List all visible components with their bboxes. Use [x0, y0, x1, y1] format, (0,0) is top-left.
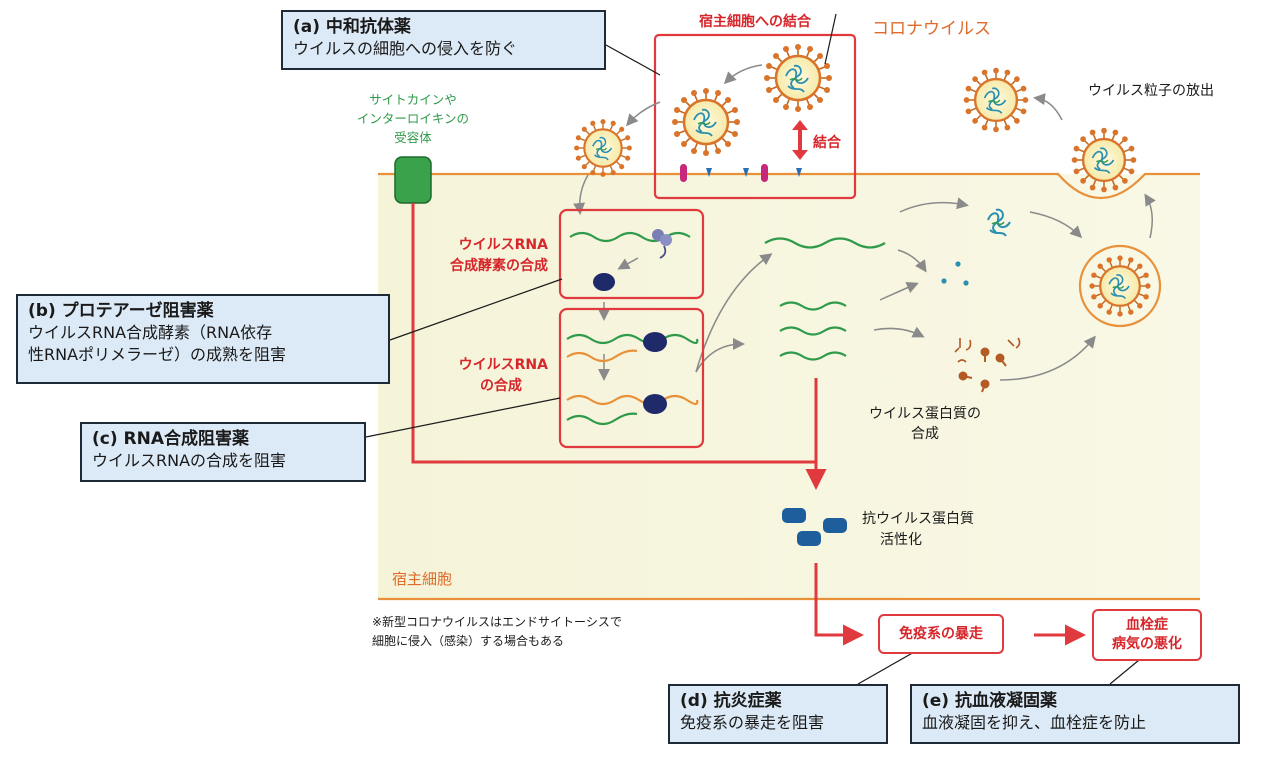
membrane-receptor — [761, 164, 768, 182]
rna-strand — [764, 237, 886, 249]
immune-runaway-label: 免疫系の暴走 — [899, 625, 983, 642]
host-cell-cytoplasm — [378, 174, 1200, 599]
thrombosis-label-2: 病気の悪化 — [1112, 636, 1182, 652]
drug-box-c: (c) RNA合成阻害薬 ウイルスRNAの合成を阻害 — [80, 422, 366, 482]
thrombosis-label-1: 血栓症 — [1126, 617, 1168, 633]
drug-box-a: (a) 中和抗体薬 ウイルスの細胞への侵入を防ぐ — [281, 10, 606, 70]
rna-synthesis-frame — [558, 307, 705, 449]
protein-synthesis-label-2: 合成 — [911, 426, 939, 442]
virus-icon — [762, 42, 834, 114]
binding-arrow — [792, 120, 808, 160]
virus-icon — [1088, 254, 1152, 318]
endocytosis-note-1: ※新型コロナウイルスはエンドサイトーシスで — [372, 614, 622, 629]
membrane-receptor — [796, 168, 802, 177]
enzyme-icon — [643, 394, 667, 414]
leader-lines — [365, 13, 1151, 685]
antiviral-protein-label-1: 抗ウイルス蛋白質 — [862, 511, 974, 527]
drug-d-title: (d) 抗炎症薬 — [680, 691, 782, 711]
virus-icon — [1070, 126, 1138, 194]
thrombosis-box: 血栓症 病気の悪化 — [1092, 609, 1202, 661]
virus-icon — [962, 66, 1030, 134]
rna-synthesis-label-2: の合成 — [480, 377, 522, 394]
drug-box-d: (d) 抗炎症薬 免疫系の暴走を阻害 — [668, 684, 888, 744]
enzyme-icon — [593, 273, 615, 291]
host-binding-label: 宿主細胞への結合 — [699, 13, 812, 30]
virus-release-label: ウイルス粒子の放出 — [1088, 83, 1214, 99]
membrane-receptor — [706, 168, 712, 177]
nucleocapsid-icon — [987, 208, 1011, 237]
antiviral-protein-label-2: 活性化 — [880, 532, 922, 548]
rna-synthesis-label-1: ウイルスRNA — [459, 357, 548, 373]
particle-dot — [963, 280, 969, 286]
receptor-label-2: インターロイキンの — [357, 111, 469, 126]
ribosome-icon — [660, 234, 672, 246]
membrane-receptor — [680, 164, 687, 182]
antiviral-protein-icon — [797, 531, 821, 546]
particle-dot — [941, 278, 947, 284]
drug-box-e: (e) 抗血液凝固薬 血液凝固を抑え、血栓症を防止 — [910, 684, 1240, 744]
receptor-label-3: 受容体 — [394, 130, 432, 145]
immune-runaway-box: 免疫系の暴走 — [878, 614, 1004, 654]
receptor-icon — [394, 156, 432, 204]
coronavirus-label: コロナウイルス — [872, 19, 991, 39]
rna-polymerase-synthesis-frame — [558, 208, 705, 300]
endocytosis-note-2: 細胞に侵入（感染）する場合もある — [372, 633, 564, 648]
virus-icon — [573, 118, 633, 178]
drug-c-desc: ウイルスRNAの合成を阻害 — [92, 451, 287, 470]
signaling-path — [411, 203, 1086, 646]
rna-polymerase-synthesis-label-1: ウイルスRNA — [459, 237, 548, 253]
drug-e-desc: 血液凝固を抑え、血栓症を防止 — [922, 713, 1147, 732]
cell-membrane — [378, 172, 1200, 199]
receptor-label-1: サイトカインや — [369, 92, 457, 107]
drug-b-title: (b) プロテアーゼ阻害薬 — [28, 301, 214, 321]
antiviral-protein-icon — [823, 518, 847, 533]
membrane-receptor — [743, 168, 749, 177]
particle-dot — [955, 261, 961, 267]
drug-d-desc: 免疫系の暴走を阻害 — [680, 713, 825, 732]
protein-synthesis-label-1: ウイルス蛋白質の — [869, 406, 981, 422]
viral-protein-icons — [954, 337, 1021, 393]
rna-polymerase-synthesis-label-2: 合成酵素の合成 — [450, 257, 548, 274]
drug-b-desc-1: ウイルスRNA合成酵素（RNA依存 — [28, 323, 273, 342]
drug-e-title: (e) 抗血液凝固薬 — [922, 691, 1057, 711]
host-binding-frame — [653, 33, 857, 200]
drug-a-desc: ウイルスの細胞への侵入を防ぐ — [293, 39, 518, 58]
host-cell-label: 宿主細胞 — [392, 570, 452, 588]
drug-a-title: (a) 中和抗体薬 — [293, 17, 411, 37]
enzyme-icon — [643, 332, 667, 352]
drug-c-title: (c) RNA合成阻害薬 — [92, 429, 250, 449]
antiviral-protein-icon — [782, 508, 806, 523]
drug-b-desc-2: 性RNAポリメラーゼ）の成熟を阻害 — [28, 345, 287, 364]
vesicle — [1078, 244, 1162, 328]
virus-icon — [670, 86, 742, 158]
flow-arrows — [573, 64, 1156, 381]
binding-label: 結合 — [813, 134, 842, 151]
drug-box-b: (b) プロテアーゼ阻害薬 ウイルスRNA合成酵素（RNA依存 性RNAポリメラ… — [16, 294, 390, 384]
